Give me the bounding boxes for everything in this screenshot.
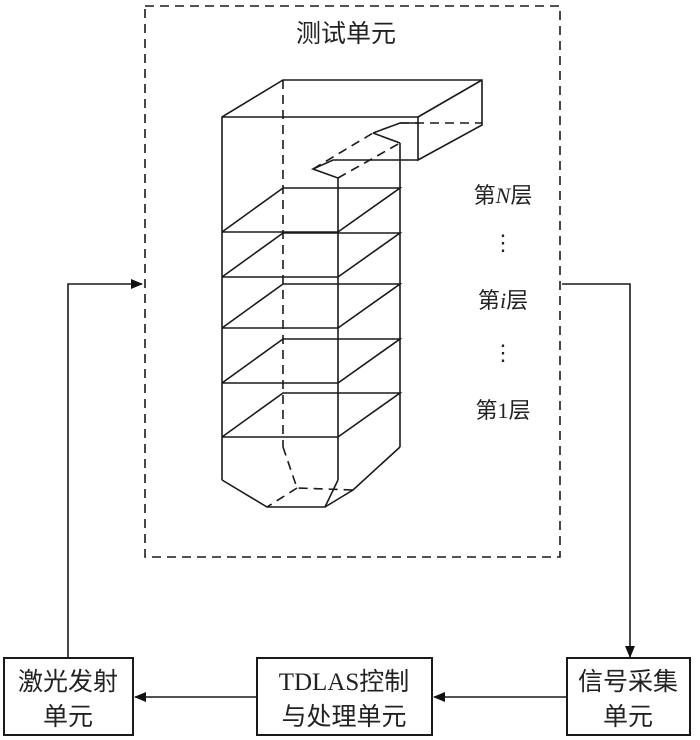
- furnace-layer-plane: [221, 338, 403, 384]
- furnace-drawing: [221, 79, 483, 508]
- furnace-layer-plane: [221, 392, 403, 438]
- laser-emitter-block: 激光发射 单元: [3, 657, 134, 736]
- tdlas-control-block: TDLAS控制 与处理单元: [256, 657, 433, 736]
- svg-text:单元: 单元: [43, 703, 93, 731]
- ellipsis-1: ⋮: [492, 230, 514, 255]
- furnace-layer-plane: [221, 283, 403, 329]
- svg-text:激光发射: 激光发射: [18, 668, 118, 696]
- ellipsis-2: ⋮: [492, 340, 514, 365]
- svg-text:单元: 单元: [603, 703, 653, 731]
- svg-text:TDLAS控制: TDLAS控制: [279, 668, 410, 696]
- layer-label-1: 第1层: [475, 398, 530, 423]
- test-unit-boundary: [144, 5, 561, 558]
- arrow-test-to-signal: [562, 283, 635, 658]
- signal-acquisition-block: 信号采集 单元: [566, 657, 691, 736]
- svg-text:与处理单元: 与处理单元: [281, 703, 406, 731]
- test-unit-title: 测试单元: [296, 20, 396, 48]
- layer-label-n: 第N层: [474, 183, 533, 208]
- furnace-layer-plane: [221, 187, 403, 233]
- arrow-laser-to-test: [67, 279, 143, 658]
- svg-text:信号采集: 信号采集: [578, 668, 678, 696]
- layer-label-i: 第i层: [478, 288, 528, 313]
- furnace-layer-plane: [221, 232, 403, 278]
